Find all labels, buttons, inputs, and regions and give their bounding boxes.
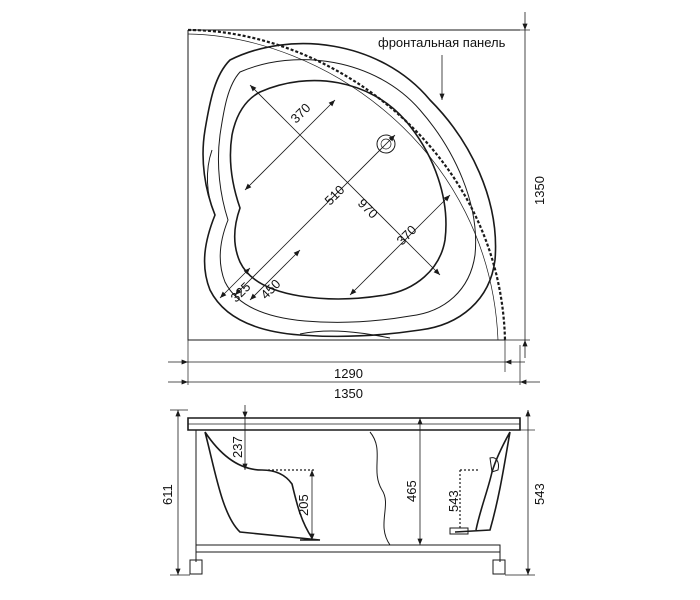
label-370-b: 370 (394, 222, 420, 248)
right-foot (492, 559, 506, 575)
front-panel-label: фронтальная панель (378, 35, 506, 50)
top-view: 370 510 970 370 325 450 фронтальная пане… (168, 12, 547, 401)
left-foot (189, 559, 203, 575)
label-465: 465 (404, 480, 419, 502)
faucet-fitting (489, 457, 499, 473)
dim-line-450 (249, 249, 301, 301)
label-543-inner: 543 (446, 490, 461, 512)
label-1350-side: 1350 (532, 176, 547, 205)
label-205: 205 (296, 494, 311, 516)
label-543-outer: 543 (532, 483, 547, 505)
label-1290: 1290 (334, 366, 363, 381)
label-370-a: 370 (288, 100, 314, 126)
overflow-fitting (449, 527, 469, 535)
basin-profile-right (454, 431, 511, 533)
label-611: 611 (160, 484, 175, 505)
dim-line-325 (219, 267, 251, 299)
label-450: 450 (258, 276, 284, 302)
armrest-bottom (299, 330, 391, 339)
label-325: 325 (228, 279, 254, 305)
label-970: 970 (355, 196, 381, 222)
bowl-shelf (217, 59, 477, 323)
label-237: 237 (230, 436, 245, 458)
armrest-left (206, 149, 216, 216)
dim-line-970 (249, 84, 441, 276)
label-1350-bottom: 1350 (334, 386, 363, 401)
side-view: 237 205 465 543 611 543 (160, 405, 547, 576)
basin-profile-left (204, 431, 321, 541)
base-frame (196, 544, 501, 553)
break-line (369, 431, 391, 546)
